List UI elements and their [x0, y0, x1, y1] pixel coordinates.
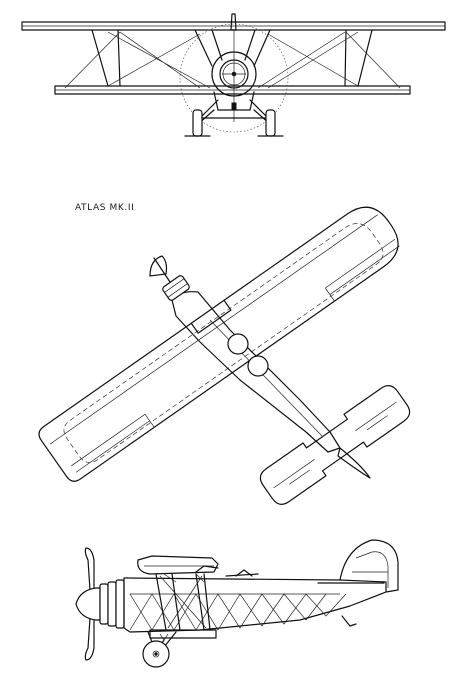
side-view [75, 539, 399, 668]
aircraft-designation-label: ATLAS MK.II [75, 203, 135, 213]
front-view [21, 13, 446, 137]
plan-view [38, 206, 411, 505]
